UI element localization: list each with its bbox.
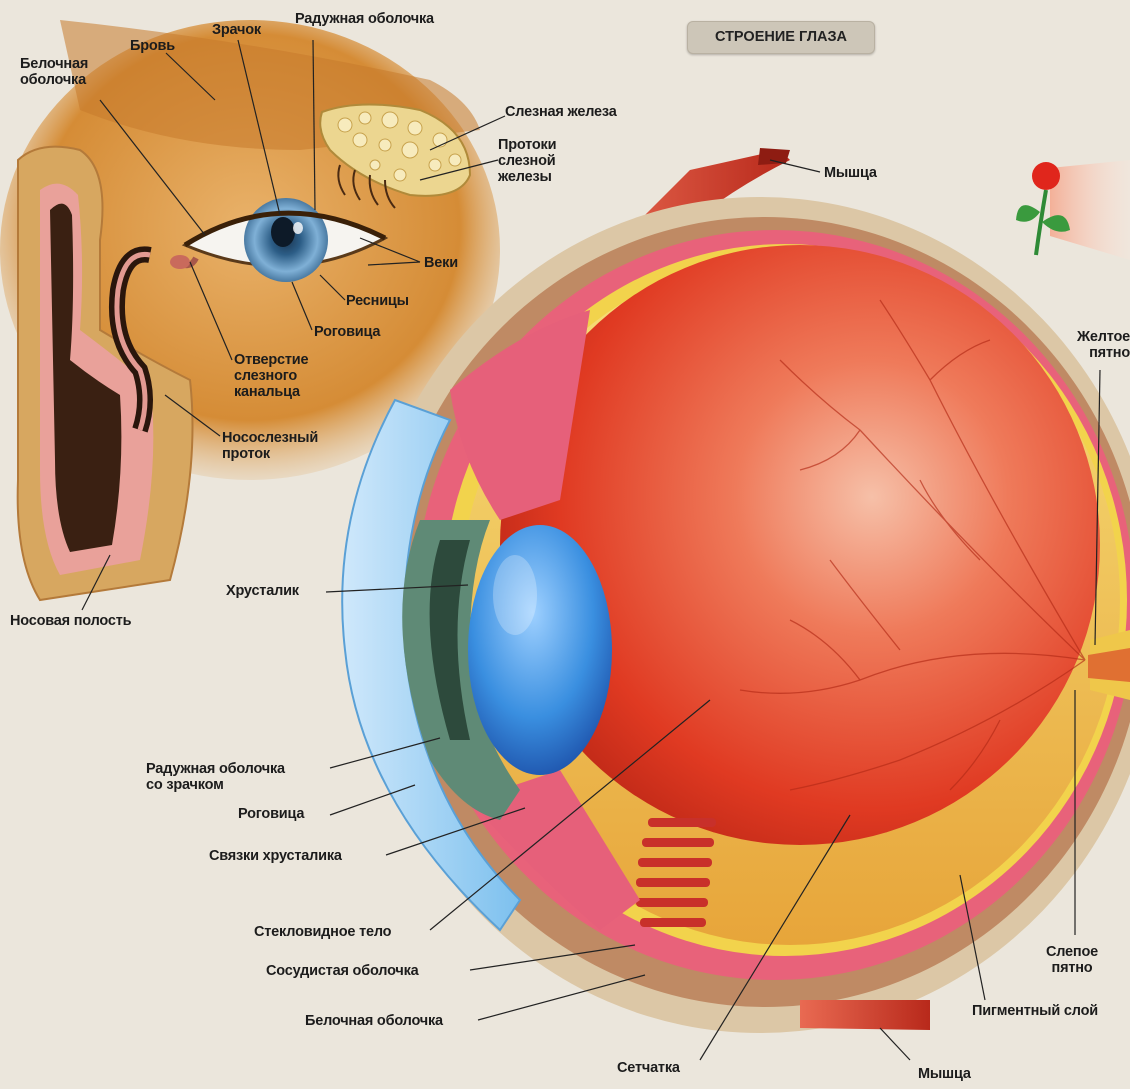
label-nasal-cavity: Носовая полость — [10, 613, 131, 629]
label-sclera: Белочная оболочка — [305, 1013, 443, 1029]
label-iris-pupil: Радужная оболочка со зрачком — [146, 761, 285, 793]
label-gland-ducts: Протоки слезной железы — [498, 137, 556, 185]
light-source-illustration — [1016, 160, 1130, 260]
label-lens: Хрусталик — [226, 583, 299, 599]
label-lacrimal-gland: Слезная железа — [505, 104, 617, 120]
label-vitreous-body: Стекловидное тело — [254, 924, 391, 940]
label-sclera-top: Белочная оболочка — [20, 56, 88, 88]
label-nasolacrimal-duct: Носослезный проток — [222, 430, 318, 462]
label-pupil: Зрачок — [212, 22, 261, 38]
label-cornea-top: Роговица — [314, 324, 380, 340]
label-pigment-layer: Пигментный слой — [972, 1003, 1098, 1019]
label-muscle-bottom: Мышца — [918, 1066, 971, 1082]
label-cornea: Роговица — [238, 806, 304, 822]
diagram-title: СТРОЕНИЕ ГЛАЗА — [687, 21, 875, 54]
label-brow: Бровь — [130, 38, 175, 54]
label-iris-top: Радужная оболочка — [295, 11, 434, 27]
label-lens-ligaments: Связки хрусталика — [209, 848, 342, 864]
label-muscle-top: Мышца — [824, 165, 877, 181]
label-yellow-spot: Желтое пятно — [1062, 329, 1130, 361]
label-eyelashes: Ресницы — [346, 293, 409, 309]
label-retina: Сетчатка — [617, 1060, 680, 1076]
label-choroid: Сосудистая оболочка — [266, 963, 419, 979]
label-eyelids: Веки — [424, 255, 458, 271]
label-blind-spot: Слепое пятно — [1040, 944, 1104, 976]
label-lacrimal-opening: Отверстие слезного канальца — [234, 352, 308, 400]
